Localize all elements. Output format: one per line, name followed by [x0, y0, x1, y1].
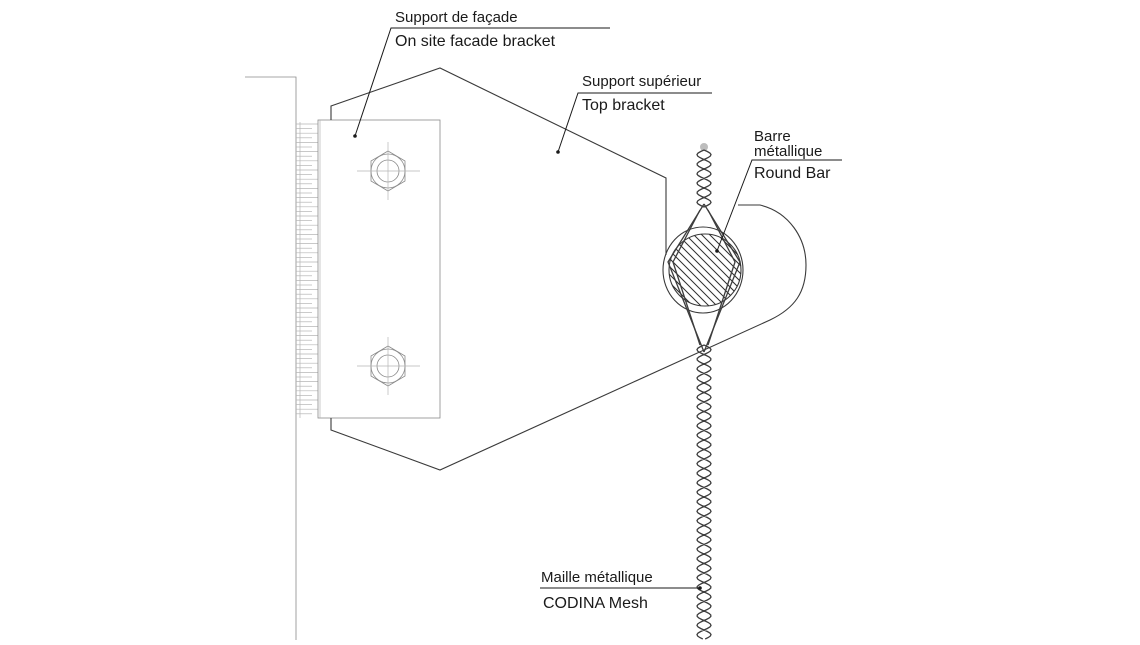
bar-hatch-line	[726, 234, 741, 306]
bar-hatch-line	[734, 234, 741, 306]
bar-hatch-line	[669, 234, 676, 306]
bar-hatch-line	[702, 234, 741, 306]
round-bar-label-fr-2: métallique	[754, 143, 822, 160]
facade-wall	[245, 76, 318, 640]
top-bracket-label-en: Top bracket	[582, 97, 665, 114]
facade-hatch-ticks	[296, 123, 318, 415]
top-bracket-label-fr: Support supérieur	[582, 73, 701, 90]
bar-hatch-line	[718, 234, 741, 306]
top-bracket-outline	[330, 67, 807, 471]
bar-hatch-line	[669, 234, 708, 306]
bolt-top	[357, 142, 420, 200]
facade-bracket-label-en: On site facade bracket	[395, 33, 556, 50]
bar-hatch-line	[669, 234, 741, 306]
labels: Support de façade On site facade bracket…	[395, 9, 831, 612]
facade-bracket-plate	[317, 119, 441, 419]
codina-mesh-wire	[696, 143, 712, 640]
bar-hatch-line	[669, 234, 684, 306]
bar-hatch-line	[669, 234, 716, 306]
bar-hatch-line	[669, 234, 732, 306]
bolt-bottom	[357, 337, 420, 395]
mesh-label-en: CODINA Mesh	[543, 595, 648, 612]
round-bar	[668, 233, 742, 307]
facade-bracket-label-fr: Support de façade	[395, 9, 518, 26]
bar-hatch-line	[669, 234, 724, 306]
mesh-label-fr: Maille métallique	[541, 569, 653, 586]
bar-hatch-line	[694, 234, 741, 306]
leader-lines	[353, 27, 842, 590]
round-bar-label-fr-1: Barre	[754, 128, 791, 145]
round-bar-label-en: Round Bar	[754, 165, 831, 182]
bar-hatch-line	[678, 234, 741, 306]
mesh-loop	[662, 203, 744, 353]
